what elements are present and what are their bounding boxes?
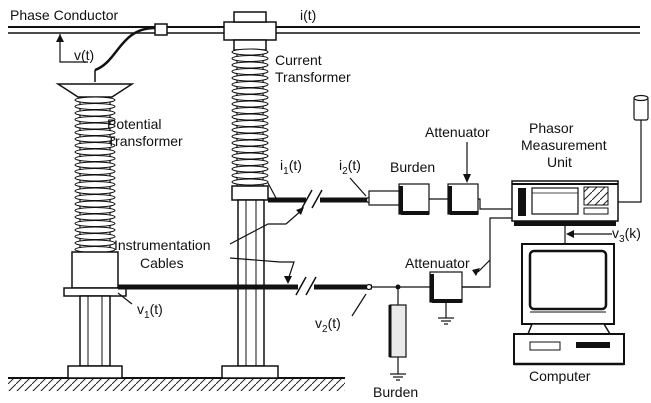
potential-transformer-shed — [74, 193, 116, 202]
computer — [513, 243, 625, 366]
phasor-measurement-unit — [511, 180, 619, 226]
potential-transformer-shed — [74, 154, 116, 163]
attenuator-bottom — [429, 217, 512, 325]
current-transformer-shed — [231, 106, 269, 115]
potential-transformer-shed — [74, 226, 116, 234]
potential-transformer-label-2: Transformer — [107, 133, 183, 149]
potential-transformer-shed — [74, 200, 116, 208]
potential-transformer-shed — [74, 180, 116, 189]
v1-arrow — [117, 292, 133, 305]
current-transformer-shed — [231, 145, 269, 154]
v1-label: v1(t) — [137, 301, 163, 321]
pmu-label-2: Measurement — [521, 137, 607, 153]
current-transformer-shed — [231, 178, 269, 186]
potential-transformer-shed — [74, 167, 116, 176]
current-transformer-shed — [231, 80, 269, 89]
potential-transformer-shed — [74, 219, 116, 228]
current-transformer-shed — [231, 158, 269, 167]
current-transformer-shed — [231, 74, 269, 82]
current-transformer-shed — [231, 113, 269, 121]
i1-label: i1(t) — [280, 157, 302, 177]
burden-top — [368, 183, 448, 215]
current-transformer-shed — [231, 48, 269, 56]
v2-label: v2(t) — [315, 315, 341, 335]
potential-transformer-shed — [74, 213, 116, 221]
potential-transformer-shed — [74, 96, 116, 104]
current-transformer-shed — [231, 93, 269, 102]
current-transformer-shed — [231, 87, 269, 95]
current-transformer-shed — [231, 61, 269, 69]
current-transformer-shed — [231, 132, 269, 141]
potential-transformer-shed — [74, 187, 116, 195]
voltage-label: v(t) — [74, 47, 94, 63]
potential-transformer-shed — [74, 161, 116, 169]
burden-bottom — [388, 287, 407, 381]
current-transformer-shed — [231, 67, 269, 76]
current-transformer-label-1: Current — [275, 52, 322, 68]
potential-transformer-shed — [74, 148, 116, 156]
phase-conductor-label: Phase Conductor — [10, 7, 119, 23]
current-transformer-shed — [231, 126, 269, 134]
current-transformer-shed — [231, 171, 269, 180]
current-transformer-shed — [231, 54, 269, 63]
instrumentation-cables-label-2: Cables — [140, 255, 184, 271]
v2-arrow — [351, 293, 367, 317]
current-transformer-shed — [231, 139, 269, 147]
potential-transformer-shed — [74, 174, 116, 182]
current-transformer-shed — [231, 152, 269, 160]
attenuator-top-label: Attenuator — [425, 124, 490, 140]
cable-arrows — [229, 207, 304, 284]
current-transformer-shed — [231, 119, 269, 128]
potential-transformer-shed — [74, 206, 116, 215]
attenuator-bottom-label: Attenuator — [405, 255, 470, 271]
current-transformer-label-2: Transformer — [275, 69, 351, 85]
current-transformer-shed — [231, 165, 269, 173]
ground — [8, 377, 345, 391]
i1-arrow — [267, 182, 277, 199]
potential-transformer-shed — [74, 232, 116, 241]
burden-top-label: Burden — [390, 159, 435, 175]
v3-label: v3(k) — [612, 225, 641, 245]
computer-label: Computer — [529, 368, 591, 384]
current-transformer — [221, 11, 279, 379]
burden-bottom-label: Burden — [373, 384, 418, 400]
v3-link — [564, 226, 612, 244]
instrumentation-cables-label-1: Instrumentation — [114, 237, 211, 253]
i2-label: i2(t) — [339, 157, 361, 177]
voltage-arrow — [56, 34, 88, 63]
current-transformer-shed — [231, 100, 269, 108]
pmu-label-1: Phasor — [529, 120, 574, 136]
pmu-label-3: Unit — [547, 154, 572, 170]
potential-transformer-shed — [74, 239, 116, 247]
phase-conductor-line — [8, 23, 640, 72]
current-label: i(t) — [300, 7, 316, 23]
attenuator-top — [447, 142, 512, 215]
potential-transformer-label-1: Potential — [107, 116, 161, 132]
potential-transformer — [55, 70, 135, 379]
potential-transformer-shed — [74, 102, 116, 111]
i2-arrow — [349, 177, 367, 197]
gps-antenna — [618, 94, 649, 203]
